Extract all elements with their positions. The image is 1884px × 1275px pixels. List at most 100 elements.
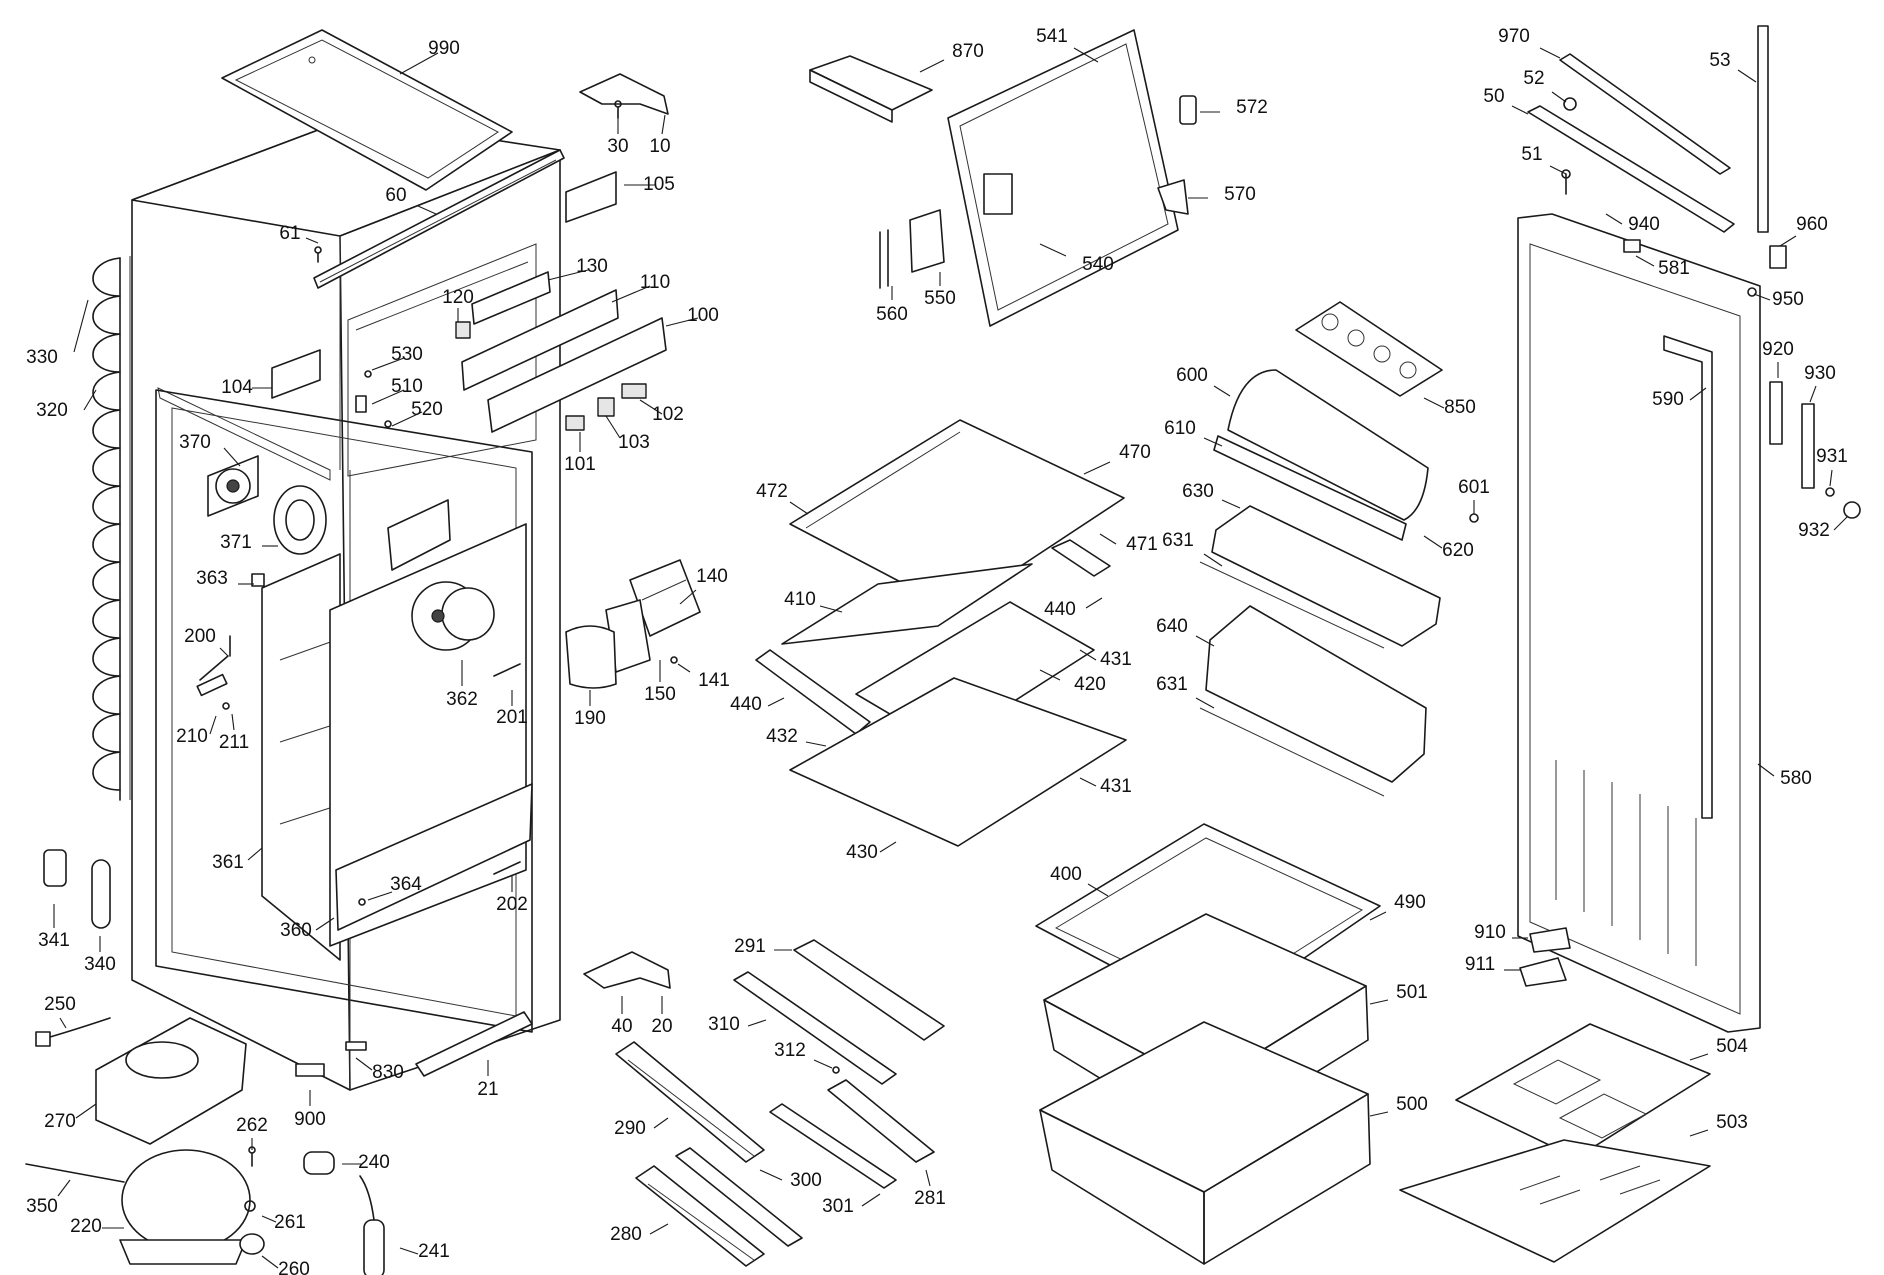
callout-530: 530: [371, 344, 423, 371]
cover-190: [565, 625, 617, 689]
callout-430: 430: [846, 841, 897, 863]
handle-572: [1179, 95, 1197, 125]
part-number-label: 550: [924, 288, 956, 309]
callout-950: 950: [1753, 289, 1804, 310]
callout-leader-line: [261, 1255, 279, 1269]
callout-560: 560: [876, 286, 908, 325]
callout-431: 431: [1079, 649, 1132, 670]
part-number-label: 530: [391, 344, 423, 365]
foot-260: [239, 1233, 265, 1255]
callout-leader-line: [1369, 911, 1387, 921]
part-number-label: 330: [26, 347, 58, 368]
part-number-label: 470: [1119, 442, 1151, 463]
callout-leader-line: [747, 1019, 767, 1027]
part-number-label: 850: [1444, 397, 1476, 418]
callout-10: 10: [649, 114, 671, 157]
callout-61: 61: [279, 223, 319, 244]
part-number-label: 610: [1164, 418, 1196, 439]
small-parts-510-530: [355, 370, 392, 428]
part-number-label: 440: [1044, 599, 1076, 620]
callout-490: 490: [1369, 892, 1426, 921]
callout-leader-line: [355, 1057, 373, 1071]
callout-leader-line: [1039, 669, 1061, 681]
top-rail-60: [313, 149, 565, 289]
cap-932: [1843, 501, 1861, 519]
hinge-10: [579, 73, 669, 115]
part-number-label: 950: [1772, 289, 1804, 310]
callout-102: 102: [639, 399, 684, 425]
rail-310: [733, 971, 897, 1085]
callout-202: 202: [496, 876, 528, 915]
callout-310: 310: [708, 1014, 767, 1035]
callout-leader-line: [1689, 1129, 1709, 1137]
part-number-label: 350: [26, 1196, 58, 1217]
callout-540: 540: [1039, 243, 1114, 275]
part-number-label: 490: [1394, 892, 1426, 913]
callout-830: 830: [355, 1057, 404, 1083]
part-number-label: 10: [649, 136, 670, 157]
hinge-20-40: [583, 951, 671, 989]
callout-140: 140: [679, 566, 728, 605]
part-number-label: 931: [1816, 446, 1848, 467]
top-cover-990: [221, 29, 513, 191]
dryer-340: [91, 859, 111, 929]
callout-leader-line: [75, 1103, 97, 1119]
door-bin-640: [1199, 605, 1427, 797]
callout-363: 363: [196, 568, 254, 589]
part-number-label: 291: [734, 936, 766, 957]
callout-360: 360: [280, 917, 335, 941]
control-panel: [455, 271, 667, 433]
callout-53: 53: [1709, 50, 1757, 83]
callout-leader-line: [1833, 515, 1849, 531]
part-number-label: 200: [184, 626, 216, 647]
callout-leader-line: [1511, 105, 1529, 115]
callout-630: 630: [1182, 481, 1241, 509]
part-number-label: 360: [280, 920, 312, 941]
rail-300: [675, 1147, 803, 1247]
part-number-label: 431: [1100, 649, 1132, 670]
part-number-label: 110: [640, 272, 670, 293]
callout-leader-line: [605, 415, 621, 439]
part-number-label: 53: [1709, 50, 1730, 71]
callout-260: 260: [261, 1255, 310, 1275]
callout-leader-line: [1195, 635, 1215, 647]
part-number-label: 241: [418, 1241, 450, 1262]
screw-141: [670, 656, 678, 664]
callout-leader-line: [73, 299, 89, 353]
callout-640: 640: [1156, 616, 1215, 647]
callout-leader-line: [1099, 533, 1117, 545]
part-number-label: 262: [236, 1115, 268, 1136]
part-number-label: 210: [176, 726, 208, 747]
callout-341: 341: [38, 904, 70, 951]
callout-590: 590: [1652, 387, 1707, 410]
callout-21: 21: [477, 1060, 499, 1100]
part-number-label: 932: [1798, 520, 1830, 541]
door-580: [1517, 213, 1761, 1033]
part-number-label: 260: [278, 1259, 310, 1275]
part-number-label: 341: [38, 930, 70, 951]
part-number-label: 363: [196, 568, 228, 589]
callout-940: 940: [1605, 213, 1660, 235]
callout-120: 120: [442, 287, 474, 322]
callout-262: 262: [236, 1115, 268, 1150]
callout-103: 103: [605, 415, 650, 453]
nut-52: [1563, 97, 1577, 111]
part-number-label: 141: [698, 670, 730, 691]
callout-100: 100: [665, 305, 719, 327]
part-number-label: 103: [618, 432, 650, 453]
part-number-label: 52: [1523, 68, 1544, 89]
part-number-label: 104: [221, 377, 253, 398]
condenser-coil: [92, 256, 131, 801]
rail-301: [769, 1103, 897, 1189]
callout-261: 261: [261, 1212, 306, 1233]
callout-leader-line: [547, 269, 589, 281]
relay-900: [295, 1063, 325, 1077]
callout-631: 631: [1162, 530, 1223, 567]
part-number-label: 432: [766, 726, 798, 747]
callout-340: 340: [84, 936, 116, 975]
callout-141: 141: [677, 663, 730, 691]
callout-220: 220: [70, 1216, 124, 1237]
part-number-label: 830: [372, 1062, 404, 1083]
part-number-label: 100: [687, 305, 719, 326]
